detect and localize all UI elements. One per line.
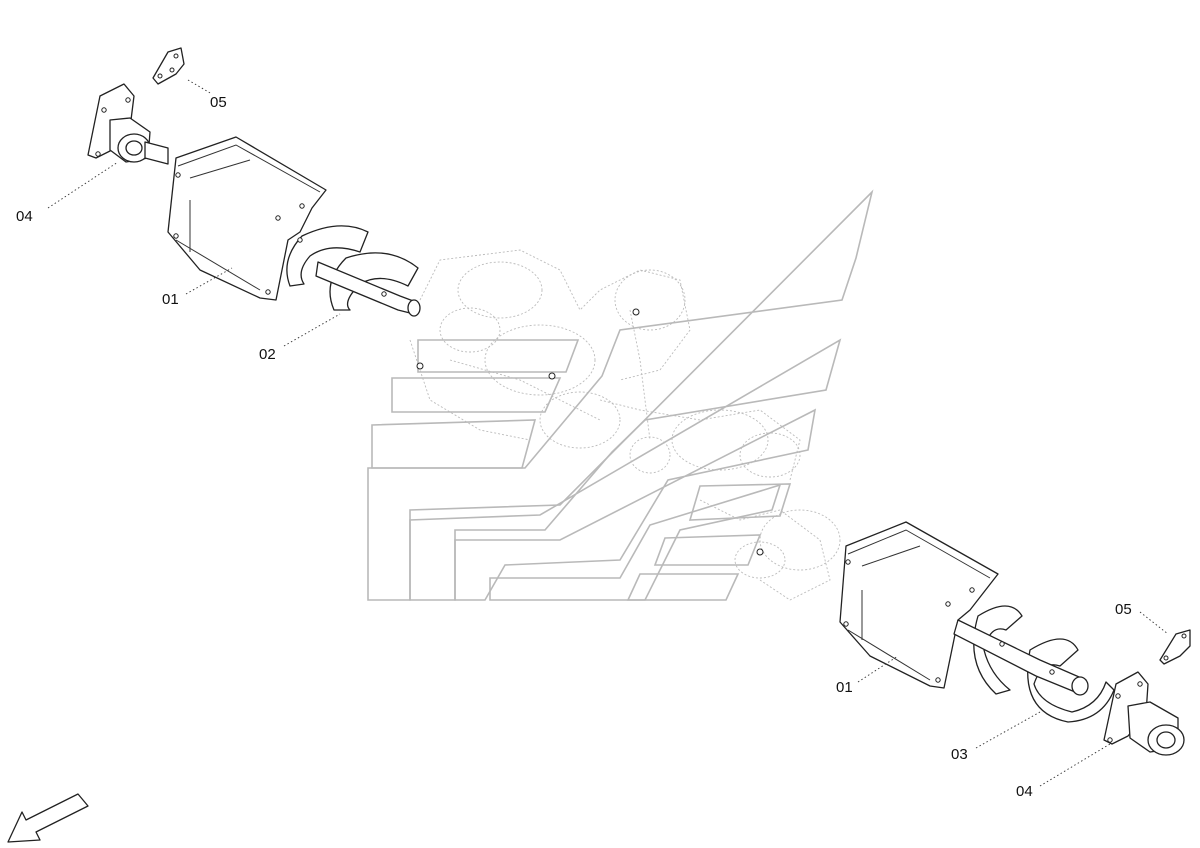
bearing-bracket-top <box>87 83 169 165</box>
callout-plate-top: 05 <box>210 94 227 111</box>
auger-left <box>286 225 421 317</box>
auger-housing-frame-bottom <box>839 521 999 689</box>
mounting-plate-top <box>152 47 185 85</box>
callout-auger-left: 02 <box>259 346 276 363</box>
background-machinery-ghost <box>409 249 841 601</box>
callout-frame-top: 01 <box>162 291 179 308</box>
callout-plate-bottom: 05 <box>1115 601 1132 618</box>
callout-bracket-bottom: 04 <box>1016 783 1033 800</box>
brand-logo-watermark <box>367 189 874 601</box>
callout-auger-right: 03 <box>951 746 968 763</box>
bearing-bracket-bottom <box>1103 671 1185 756</box>
auger-right <box>953 605 1115 723</box>
callout-frame-bottom: 01 <box>836 679 853 696</box>
callout-bracket-top: 04 <box>16 208 33 225</box>
auger-housing-frame-top <box>167 136 327 301</box>
mounting-plate-bottom <box>1159 629 1191 665</box>
leader-lines <box>47 79 1169 787</box>
arrow-down-left-icon <box>7 793 89 843</box>
